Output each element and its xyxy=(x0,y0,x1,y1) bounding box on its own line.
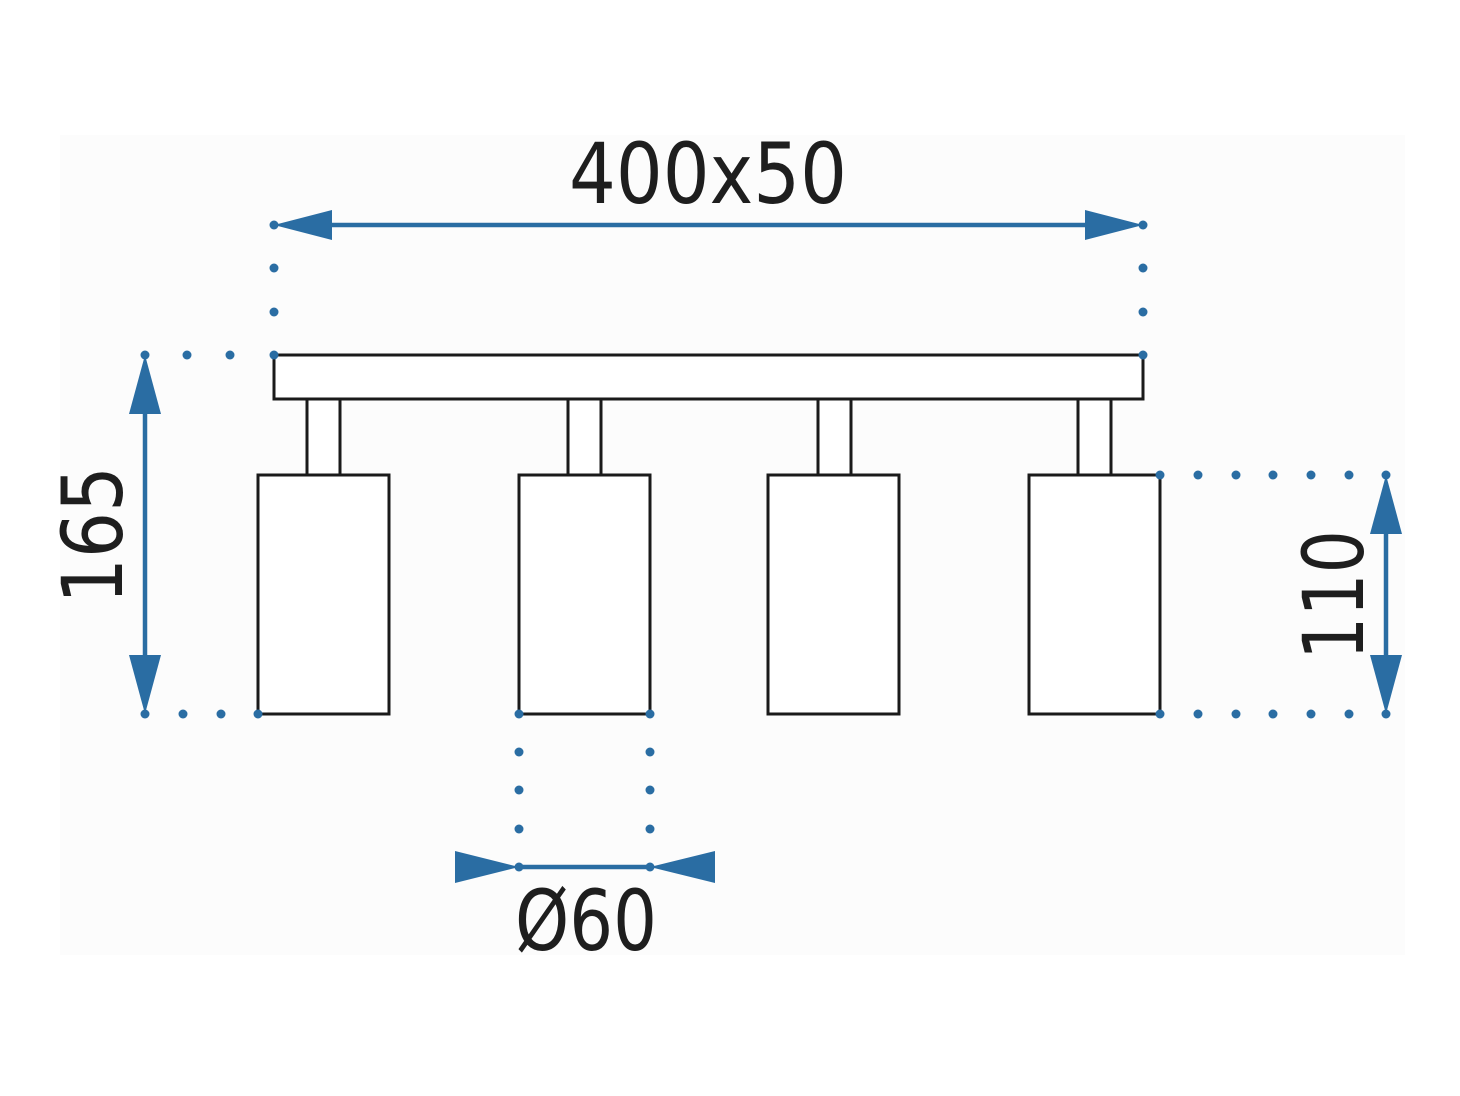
height-label: 165 xyxy=(44,466,142,604)
shade-height-arrow-top xyxy=(1370,475,1402,534)
shade-height-label: 110 xyxy=(1285,530,1383,660)
shade-height-arrow-bottom xyxy=(1370,655,1402,714)
spot-stem-2 xyxy=(566,397,603,477)
diameter-arrow-right xyxy=(650,851,715,883)
height-dimension: 165 xyxy=(44,350,263,719)
width-arrow-right xyxy=(1085,210,1143,240)
height-arrow-bottom xyxy=(129,655,161,714)
height-arrow-top xyxy=(129,355,161,414)
shade-height-dimension: 110 xyxy=(1155,470,1402,719)
diameter-dimension: Ø60 xyxy=(455,709,715,970)
diameter-arrow-left xyxy=(455,851,519,883)
spot-shade-3 xyxy=(766,473,901,716)
spot-stem-4 xyxy=(1076,397,1113,477)
spot-shade-2 xyxy=(517,473,652,716)
spot-shade-4 xyxy=(1027,473,1162,716)
width-dimension: 400x50 xyxy=(269,125,1148,360)
spot-shade-1 xyxy=(256,473,391,716)
spot-stem-3 xyxy=(816,397,853,477)
diameter-label: Ø60 xyxy=(515,872,657,970)
width-label: 400x50 xyxy=(569,125,847,223)
ceiling-bar xyxy=(272,353,1145,401)
width-arrow-left xyxy=(274,210,332,240)
spot-stem-1 xyxy=(305,397,342,477)
